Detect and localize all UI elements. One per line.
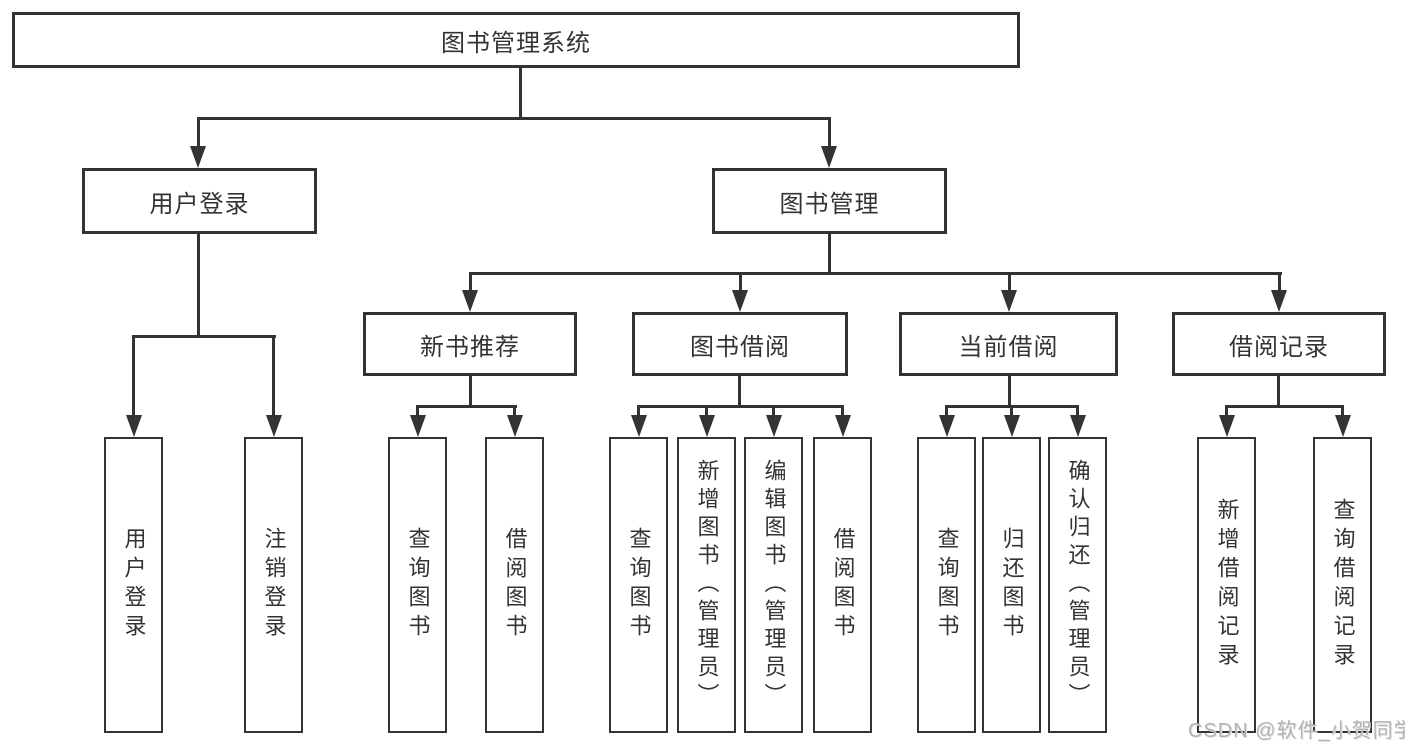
connector-level2-drop-2 (828, 117, 831, 150)
arrowhead-new-book (462, 290, 478, 312)
connector-current-borrow-leaf-drop-1 (945, 405, 948, 419)
arrowhead-book-borrow-leaf-3 (766, 415, 782, 437)
connector-level2-rail (197, 117, 831, 120)
leaf-borrow-query-label: 查询图书 (626, 527, 652, 643)
connector-root-drop (519, 67, 522, 119)
arrowhead-book-borrow (732, 290, 748, 312)
connector-book-borrow-leaf-drop-4 (841, 405, 844, 419)
leaf-record-add-label: 新增借阅记录 (1214, 498, 1240, 672)
arrowhead-book-borrow-leaf-2 (699, 415, 715, 437)
connector-new-book-drop (469, 375, 472, 408)
arrowhead-login-leaf-1 (126, 415, 142, 437)
csdn-watermark: CSDN @软件_小贺同学 (1188, 720, 1405, 742)
connector-user-login-rail (132, 335, 276, 338)
node-root: 图书管理系统 (12, 12, 1020, 68)
connector-level3-drop-2 (739, 272, 742, 294)
arrowhead-book-borrow-leaf-1 (631, 415, 647, 437)
leaf-newbook-borrow: 借阅图书 (485, 437, 544, 733)
leaf-user-login: 用户登录 (104, 437, 163, 733)
arrowhead-borrow-record (1271, 290, 1287, 312)
connector-level3-rail (469, 272, 1282, 275)
leaf-current-return-label: 归还图书 (999, 527, 1025, 643)
arrowhead-borrow-record-leaf-2 (1335, 415, 1351, 437)
leaf-user-login-label: 用户登录 (121, 527, 147, 643)
leaf-current-query-label: 查询图书 (934, 527, 960, 643)
arrowhead-book-borrow-leaf-4 (835, 415, 851, 437)
arrowhead-current-borrow-leaf-3 (1070, 415, 1086, 437)
arrowhead-login-leaf-2 (266, 415, 282, 437)
leaf-newbook-query: 查询图书 (388, 437, 447, 733)
connector-new-book-rail (416, 405, 517, 408)
arrowhead-book-management (821, 146, 837, 168)
leaf-record-query: 查询借阅记录 (1313, 437, 1372, 733)
leaf-current-return: 归还图书 (982, 437, 1041, 733)
node-new-book-recommend: 新书推荐 (363, 312, 577, 376)
connector-user-login-drop (197, 233, 200, 338)
connector-new-book-leaf-drop-2 (513, 405, 516, 419)
node-borrow-record: 借阅记录 (1172, 312, 1386, 376)
leaf-borrow-book-label: 借阅图书 (830, 527, 856, 643)
leaf-record-add: 新增借阅记录 (1197, 437, 1256, 733)
connector-book-mgmt-drop (828, 233, 831, 275)
leaf-borrow-add-admin: 新增图书（管理员） (677, 437, 736, 733)
node-borrow-record-label: 借阅记录 (1229, 333, 1329, 361)
arrowhead-user-login (190, 146, 206, 168)
connector-borrow-record-drop (1277, 375, 1280, 408)
connector-level3-drop-4 (1278, 272, 1281, 294)
connector-book-borrow-rail (637, 405, 844, 408)
arrowhead-new-book-leaf-2 (507, 415, 523, 437)
leaf-borrow-query: 查询图书 (609, 437, 668, 733)
node-root-label: 图书管理系统 (441, 29, 591, 57)
connector-book-borrow-drop (738, 375, 741, 408)
node-book-borrow-label: 图书借阅 (690, 333, 790, 361)
connector-current-borrow-leaf-drop-2 (1010, 405, 1013, 419)
connector-current-borrow-leaf-drop-3 (1076, 405, 1079, 419)
leaf-record-query-label: 查询借阅记录 (1330, 498, 1356, 672)
node-book-management-label: 图书管理 (779, 190, 880, 218)
connector-borrow-record-rail (1225, 405, 1344, 408)
connector-user-login-leaf-drop-1 (132, 335, 135, 421)
connector-user-login-leaf-drop-2 (272, 335, 275, 421)
connector-book-borrow-leaf-drop-3 (772, 405, 775, 419)
arrowhead-new-book-leaf-1 (410, 415, 426, 437)
arrowhead-current-borrow-leaf-2 (1004, 415, 1020, 437)
node-book-management: 图书管理 (712, 168, 947, 234)
arrowhead-borrow-record-leaf-1 (1219, 415, 1235, 437)
node-current-borrow: 当前借阅 (899, 312, 1118, 376)
arrowhead-current-borrow (1001, 290, 1017, 312)
leaf-newbook-borrow-label: 借阅图书 (502, 527, 528, 643)
node-user-login: 用户登录 (82, 168, 317, 234)
node-current-borrow-label: 当前借阅 (958, 333, 1059, 361)
connector-borrow-record-leaf-drop-2 (1341, 405, 1344, 419)
connector-level3-drop-1 (469, 272, 472, 294)
leaf-borrow-book: 借阅图书 (813, 437, 872, 733)
leaf-current-confirm-admin-label: 确认归还（管理员） (1065, 459, 1091, 711)
arrowhead-current-borrow-leaf-1 (939, 415, 955, 437)
leaf-current-query: 查询图书 (917, 437, 976, 733)
connector-new-book-leaf-drop-1 (416, 405, 419, 419)
leaf-logout: 注销登录 (244, 437, 303, 733)
connector-level3-drop-3 (1008, 272, 1011, 294)
leaf-logout-label: 注销登录 (261, 527, 287, 643)
leaf-borrow-edit-admin: 编辑图书（管理员） (744, 437, 803, 733)
connector-level2-drop-1 (197, 117, 200, 150)
node-user-login-label: 用户登录 (149, 190, 250, 218)
leaf-current-confirm-admin: 确认归还（管理员） (1048, 437, 1107, 733)
connector-book-borrow-leaf-drop-2 (705, 405, 708, 419)
connector-borrow-record-leaf-drop-1 (1225, 405, 1228, 419)
node-new-book-recommend-label: 新书推荐 (420, 333, 520, 361)
leaf-borrow-edit-admin-label: 编辑图书（管理员） (761, 459, 787, 711)
leaf-newbook-query-label: 查询图书 (405, 527, 431, 643)
connector-current-borrow-drop (1008, 375, 1011, 408)
node-book-borrow: 图书借阅 (632, 312, 848, 376)
connector-book-borrow-leaf-drop-1 (637, 405, 640, 419)
leaf-borrow-add-admin-label: 新增图书（管理员） (694, 459, 720, 711)
